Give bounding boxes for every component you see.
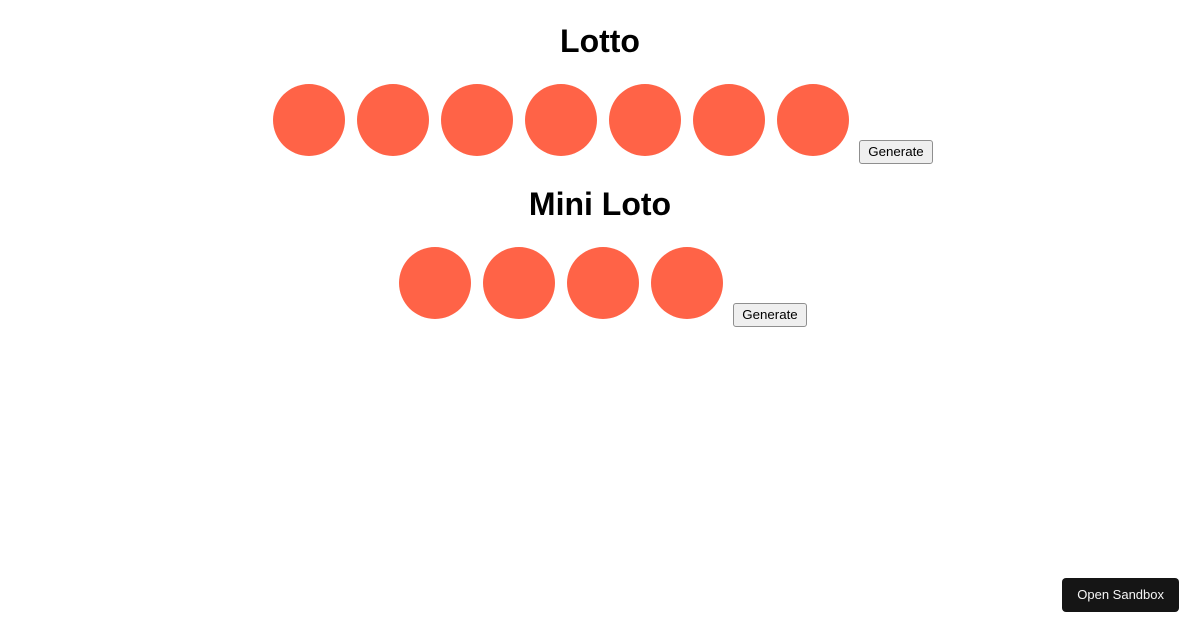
lotto-ball: [693, 84, 766, 156]
lotto-section: Lotto Generate: [0, 23, 1200, 164]
lotto-generate-button[interactable]: Generate: [859, 140, 933, 164]
lotto-title: Lotto: [560, 23, 640, 59]
mini-loto-ball: [651, 247, 724, 319]
mini-loto-ball: [483, 247, 556, 319]
mini-loto-ball: [399, 247, 472, 319]
mini-loto-title: Mini Loto: [528, 186, 672, 222]
lotto-ball: [357, 84, 430, 156]
mini-loto-balls: [393, 247, 729, 323]
lotto-balls: [267, 84, 855, 160]
mini-loto-ball-row: Generate: [0, 247, 1200, 327]
lotto-app: Lotto Generate Mini Loto Generate: [0, 23, 1200, 327]
lotto-ball: [273, 84, 346, 156]
lotto-ball-row: Generate: [0, 84, 1200, 164]
mini-loto-ball: [567, 247, 640, 319]
lotto-ball: [609, 84, 682, 156]
open-sandbox-button[interactable]: Open Sandbox: [1062, 578, 1179, 612]
mini-loto-section: Mini Loto Generate: [0, 186, 1200, 327]
lotto-ball: [777, 84, 850, 156]
lotto-ball: [441, 84, 514, 156]
mini-loto-generate-button[interactable]: Generate: [733, 303, 807, 327]
lotto-ball: [525, 84, 598, 156]
